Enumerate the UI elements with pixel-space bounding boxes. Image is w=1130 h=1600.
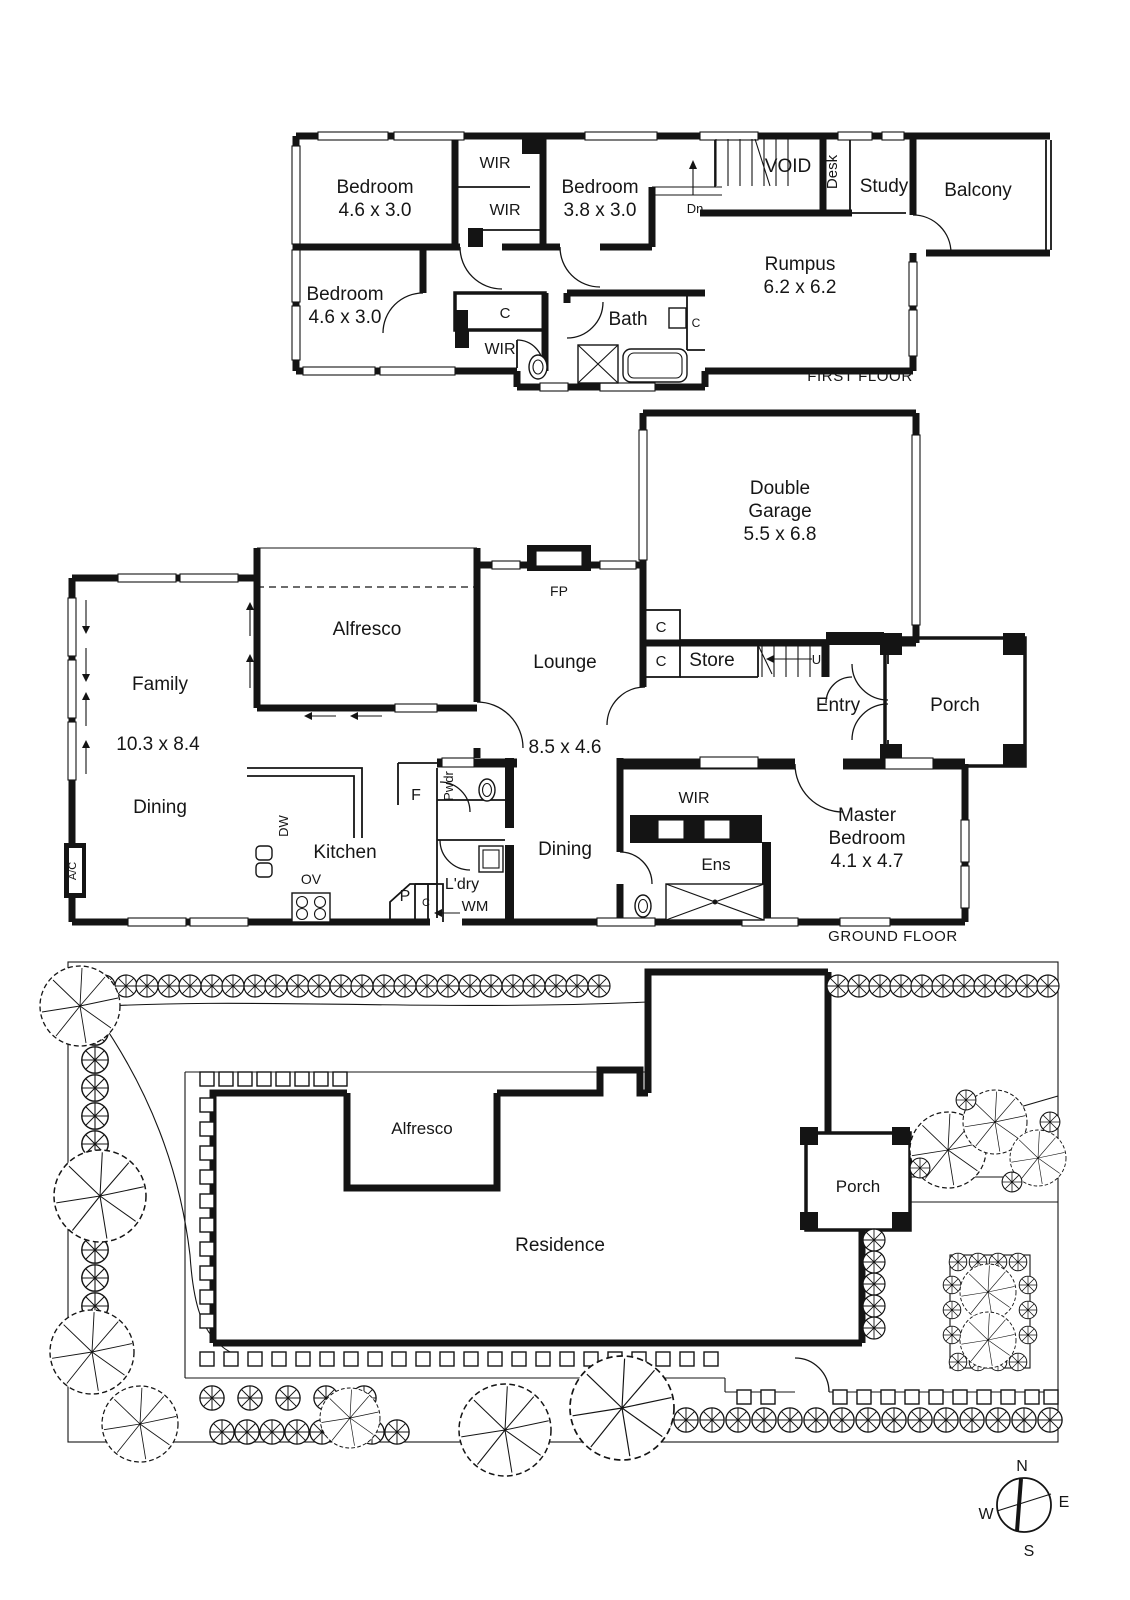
label-master-dims: 4.1 x 4.7: [831, 851, 904, 872]
ground-floor-stairs: [757, 640, 823, 677]
label-bedroom-top-mid: Bedroom: [561, 177, 638, 198]
label-ensuite: Ens: [701, 855, 730, 874]
first-floor-plan: Bedroom 4.6 x 3.0 WIR WIR Bedroom 3.8 x …: [291, 131, 1052, 392]
caption-first-floor: FIRST FLOOR: [807, 368, 913, 385]
label-bedroom-lower-left-dims: 4.6 x 3.0: [309, 307, 382, 328]
site-labels: Alfresco Residence Porch: [391, 1119, 880, 1256]
label-bedroom-top-left: Bedroom: [336, 177, 413, 198]
label-washing-machine: WM: [462, 898, 489, 915]
label-entry: Entry: [816, 695, 861, 716]
porch-structure: [880, 633, 1027, 768]
first-floor-fixtures: [528, 307, 688, 384]
label-closet-b: C: [656, 653, 667, 670]
first-floor-stairs: [652, 138, 789, 196]
label-garage-2: Garage: [748, 501, 811, 522]
label-stairs-up: Up: [812, 652, 829, 667]
site-plan: Alfresco Residence Porch: [39, 961, 1067, 1477]
label-rumpus: Rumpus: [765, 254, 836, 275]
bathroom-fixtures: [478, 778, 765, 921]
compass-north-needle: [1015, 1478, 1023, 1532]
label-study: Study: [860, 176, 909, 197]
ground-floor-labels: Double Garage 5.5 x 6.8 C C Store Up Ent…: [67, 478, 980, 945]
compass: N E W S: [978, 1458, 1069, 1560]
hedge-row-top: [92, 974, 1060, 998]
label-wir-b: WIR: [489, 202, 520, 219]
label-wir-ground: WIR: [678, 790, 709, 807]
label-family-dims: 10.3 x 8.4: [116, 734, 200, 755]
label-site-alfresco: Alfresco: [391, 1119, 452, 1138]
label-garage-1: Double: [750, 478, 810, 499]
ground-floor-plan: Double Garage 5.5 x 6.8 C C Store Up Ent…: [64, 409, 1027, 945]
label-balcony: Balcony: [944, 180, 1012, 201]
label-family: Family: [132, 674, 188, 695]
label-kitchen: Kitchen: [313, 842, 376, 863]
compass-west-label: W: [978, 1506, 994, 1523]
label-dining-rear: Dining: [538, 839, 592, 860]
label-bedroom-top-left-dims: 4.6 x 3.0: [339, 200, 412, 221]
label-desk: Desk: [824, 154, 841, 189]
label-stairs-down: Dn: [687, 201, 704, 216]
compass-east-west-needle: [996, 1493, 1052, 1512]
compass-north-label: N: [1016, 1458, 1028, 1475]
label-bedroom-lower-left: Bedroom: [306, 284, 383, 305]
label-laundry: L'dry: [445, 876, 479, 893]
compass-east-label: E: [1059, 1494, 1070, 1511]
direction-arrows: [82, 600, 460, 917]
label-dishwasher: DW: [276, 814, 291, 836]
label-porch: Porch: [930, 695, 980, 716]
caption-ground-floor: GROUND FLOOR: [828, 928, 958, 945]
ground-floor-windows: [67, 429, 970, 927]
ground-floor-doors: [439, 663, 889, 885]
ground-floor-walls: [68, 409, 969, 926]
label-rumpus-dims: 6.2 x 6.2: [764, 277, 837, 298]
label-store: Store: [689, 650, 734, 671]
label-site-porch: Porch: [836, 1177, 880, 1196]
label-closet-kitchen: C: [422, 897, 430, 909]
label-oven: OV: [301, 871, 322, 887]
label-powder: Pwdr: [441, 771, 456, 801]
compass-south-label: S: [1024, 1543, 1035, 1560]
label-dining-front: Dining: [133, 797, 187, 818]
label-master-2: Bedroom: [828, 828, 905, 849]
label-pantry: P: [400, 888, 411, 905]
label-garage-dims: 5.5 x 6.8: [744, 524, 817, 545]
label-site-residence: Residence: [515, 1235, 605, 1256]
label-air-conditioner: A/C: [67, 862, 79, 880]
kitchen-fixtures: [247, 767, 444, 923]
label-closet-bath: C: [692, 316, 701, 330]
first-floor-walls: [292, 132, 1052, 391]
hedge-column-porch: [862, 1228, 886, 1340]
first-floor-labels: Bedroom 4.6 x 3.0 WIR WIR Bedroom 3.8 x …: [306, 154, 1012, 385]
label-wir-lower: WIR: [484, 341, 515, 358]
label-closet-a: C: [656, 619, 667, 636]
label-master-1: Master: [838, 805, 897, 826]
label-fireplace: FP: [550, 583, 568, 599]
label-void: VOID: [765, 156, 811, 177]
garden-bed-right: [942, 1252, 1038, 1372]
residence-outline: [209, 968, 866, 1347]
label-bath: Bath: [608, 309, 647, 330]
compass-circle: [996, 1477, 1052, 1533]
label-wir-a: WIR: [479, 155, 510, 172]
label-lounge: Lounge: [533, 652, 596, 673]
fireplace: [527, 545, 591, 571]
label-closet-hall: C: [500, 305, 511, 322]
label-lounge-dims: 8.5 x 4.6: [529, 737, 602, 758]
air-conditioner-unit: [64, 843, 86, 898]
site-porch: [800, 1127, 912, 1232]
label-bedroom-top-mid-dims: 3.8 x 3.0: [564, 200, 637, 221]
first-floor-windows: [291, 131, 918, 392]
label-fridge: F: [411, 787, 421, 804]
label-alfresco: Alfresco: [333, 619, 402, 640]
